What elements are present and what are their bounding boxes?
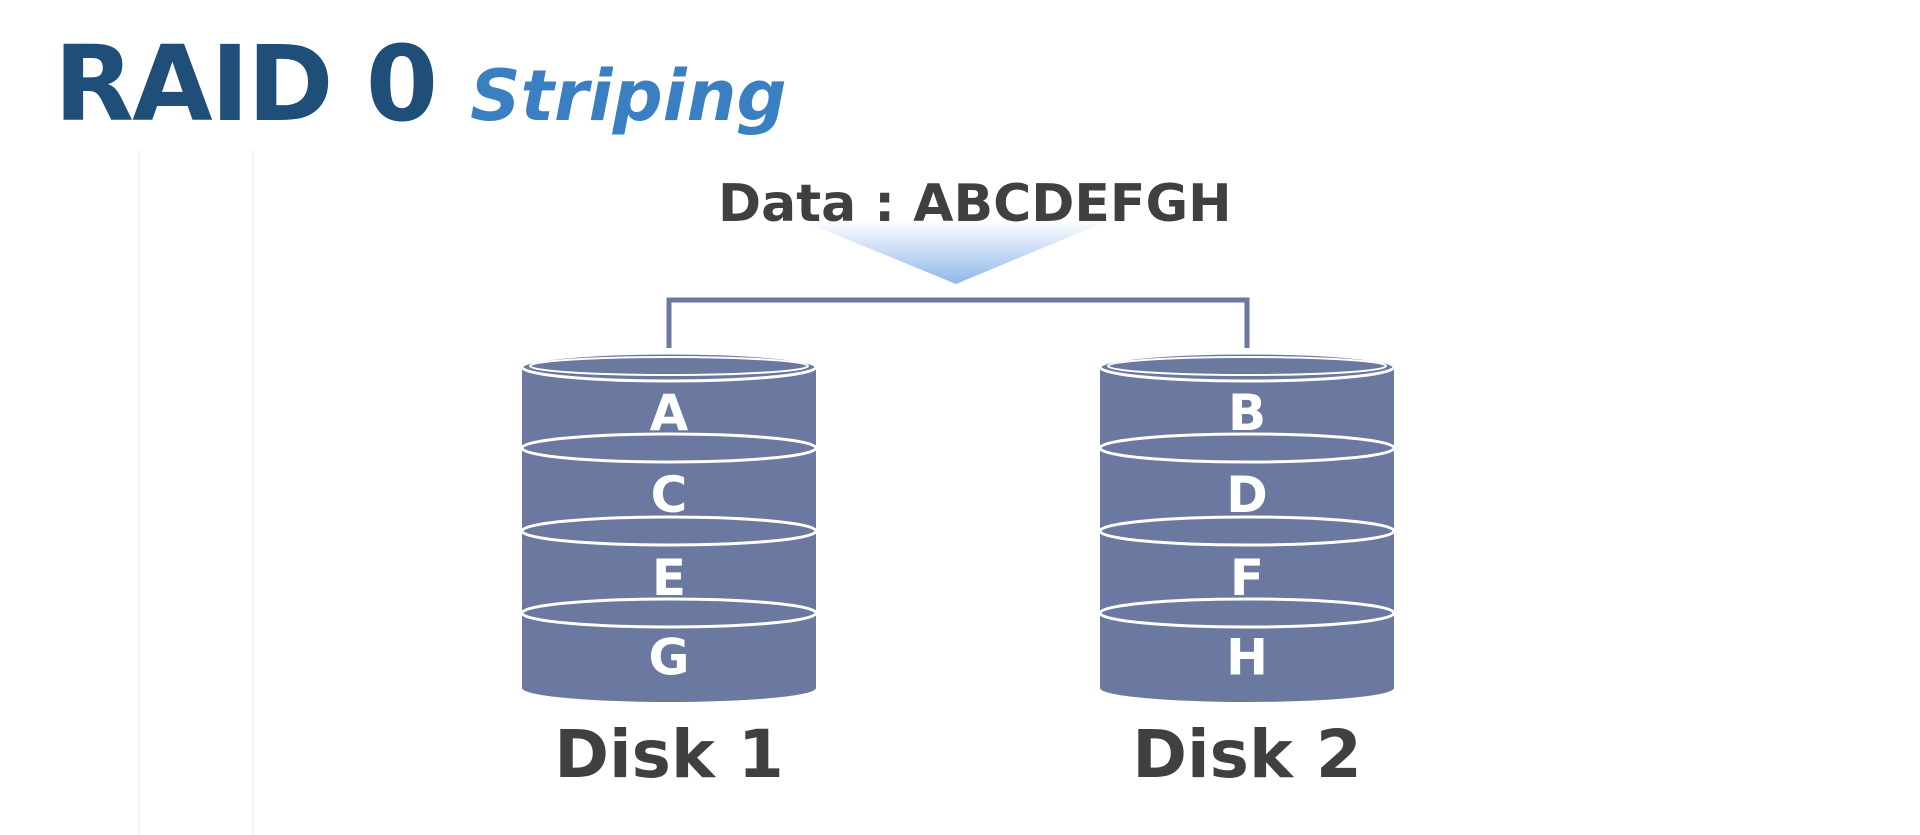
disk-segment: H [1098,597,1396,702]
bracket-connector [666,297,1250,348]
title-main: RAID 0 [54,23,438,145]
background-guide-line [138,150,140,835]
disk-segment-letter: D [1226,466,1268,524]
disk-segment-top [520,432,818,464]
disk-segment-letter: G [648,629,689,687]
disk-segment-top [1098,515,1396,547]
disk-1-label: Disk 1 [554,716,784,793]
disk-segment-letter: E [652,549,686,607]
disk-2-label: Disk 2 [1132,716,1362,793]
disk-segment-top [520,515,818,547]
disk-segment-letter: B [1228,384,1266,442]
disk-segment-top [520,597,818,629]
data-label: Data : ABCDEFGH [718,174,1232,234]
disk-lid-highlight [1107,356,1387,376]
disk-segment-body [1100,613,1394,702]
disk-segment-letter: A [650,384,689,442]
disk-segment-top [1098,432,1396,464]
distribution-arrow [800,220,1110,284]
disk-segment-body [522,613,816,702]
disk-segment-letter: F [1230,549,1264,607]
title-subtitle: Striping [470,55,787,137]
disk-segment-letter: C [651,466,688,524]
disk-segment-top [1098,597,1396,629]
background-guide-line [252,150,254,835]
disk-segment: G [520,597,818,702]
disk-segment-letter: H [1226,629,1268,687]
disk-lid-highlight [529,356,809,376]
